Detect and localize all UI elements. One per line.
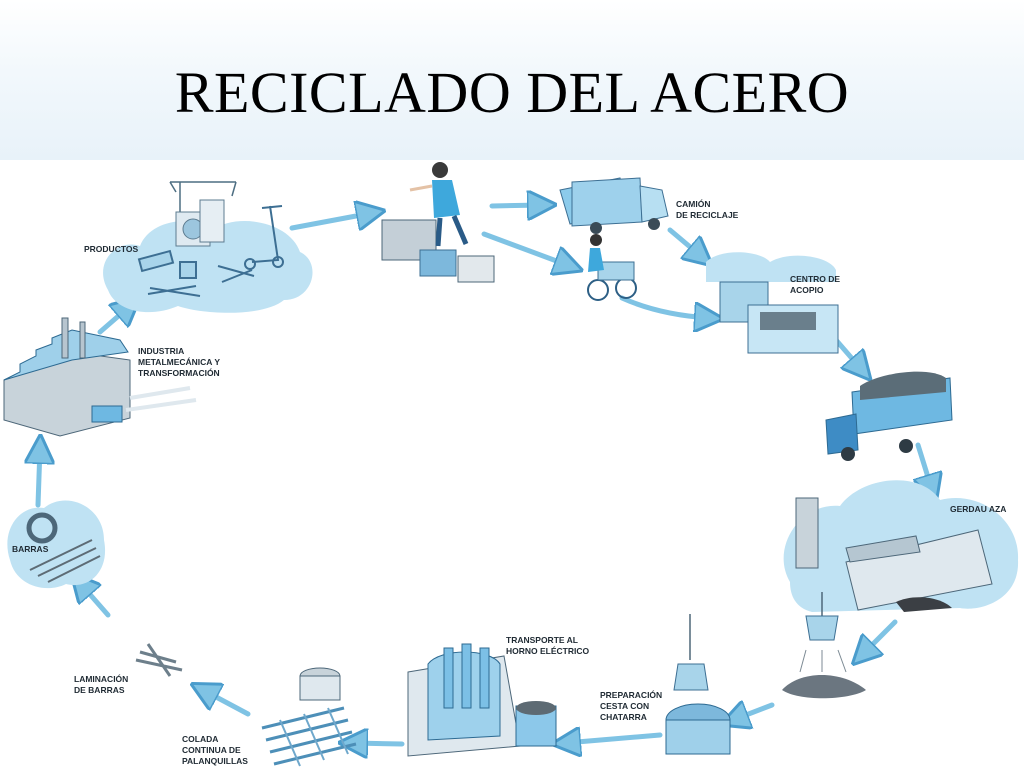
transporte-label: TRANSPORTE AL HORNO ELÉCTRICO bbox=[506, 635, 590, 656]
crane-icon bbox=[169, 181, 237, 230]
magnet-crane-illustration bbox=[782, 592, 866, 699]
barras-label: BARRAS bbox=[12, 544, 49, 554]
gerdau-plant-illustration: GERDAU AZA bbox=[783, 480, 1019, 612]
arrow-laminacion-to-barras bbox=[80, 583, 111, 618]
fridge-icon bbox=[199, 199, 225, 243]
barras-illustration: BARRAS bbox=[7, 500, 106, 589]
colada-label: COLADA CONTINUA DE PALANQUILLAS bbox=[182, 734, 248, 766]
arrow-consumer-to-truck bbox=[489, 205, 543, 206]
coil-icon bbox=[26, 512, 58, 544]
billets-icon bbox=[261, 706, 357, 767]
truck-icon bbox=[571, 177, 643, 227]
laminacion-label: LAMINACIÓN DE BARRAS bbox=[74, 673, 131, 695]
arrow-barras-to-industria bbox=[38, 448, 40, 508]
arrow-gerdau-to-magnet bbox=[862, 619, 898, 655]
colada-illustration: COLADA CONTINUA DE PALANQUILLAS bbox=[182, 667, 357, 767]
tools-icon bbox=[137, 249, 255, 297]
productos-label: PRODUCTOS bbox=[84, 244, 138, 254]
camion-label: CAMIÓN DE RECICLAJE bbox=[676, 198, 739, 220]
rolling-mill-icon bbox=[135, 643, 183, 677]
arrow-cesta-to-horno bbox=[565, 735, 663, 743]
arrow-productos-to-consumer bbox=[289, 213, 372, 228]
arrow-centro-to-truck2 bbox=[833, 337, 862, 370]
industria-illustration: INDUSTRIA METALMECÁNICA Y TRANSFORMACIÓN bbox=[3, 317, 222, 437]
laminacion-illustration: LAMINACIÓN DE BARRAS bbox=[74, 643, 183, 695]
flow-arrows bbox=[38, 205, 932, 744]
centro-acopio-label: CENTRO DE ACOPIO bbox=[790, 274, 842, 295]
consumer-recycling-illustration bbox=[381, 162, 495, 283]
arrow-industria-to-productos bbox=[97, 306, 130, 335]
bicycle-icon bbox=[587, 279, 609, 301]
preparacion-illustration: PREPARACIÓN CESTA CON CHATARRA bbox=[600, 614, 731, 755]
magnet-icon bbox=[805, 615, 839, 641]
electric-furnace-illustration: TRANSPORTE AL HORNO ELÉCTRICO bbox=[407, 635, 590, 757]
gerdau-label: GERDAU AZA bbox=[950, 504, 1006, 514]
bicycle-cart-illustration bbox=[587, 234, 637, 301]
preparacion-label: PREPARACIÓN CESTA CON CHATARRA bbox=[600, 689, 665, 722]
person-icon bbox=[409, 162, 469, 247]
slide-title: RECICLADO DEL ACERO bbox=[174, 60, 850, 125]
arrow-horno-to-colada bbox=[352, 743, 405, 744]
factory-icon bbox=[845, 529, 993, 611]
arrow-truck-to-centro bbox=[667, 227, 702, 257]
productos-illustration: PRODUCTOS bbox=[84, 181, 313, 313]
industria-label: INDUSTRIA METALMECÁNICA Y TRANSFORMACIÓN bbox=[138, 346, 222, 378]
arrow-truck2-to-gerdau bbox=[918, 442, 932, 490]
recycling-truck-illustration: CAMIÓN DE RECICLAJE bbox=[559, 177, 739, 234]
scrap-truck-illustration bbox=[825, 371, 953, 461]
arrow-magnet-to-cesta bbox=[733, 705, 775, 720]
silo-icon bbox=[795, 497, 819, 569]
scooter-icon bbox=[244, 205, 284, 270]
chimney-icon bbox=[61, 317, 69, 359]
arrow-bicycle-to-centro bbox=[619, 295, 710, 318]
title-band bbox=[0, 0, 1024, 160]
arrow-consumer-to-bicycle bbox=[481, 231, 570, 266]
arrow-colada-to-laminacion bbox=[203, 690, 251, 717]
centro-acopio-illustration: CENTRO DE ACOPIO bbox=[706, 252, 842, 354]
rebar-icon bbox=[29, 539, 101, 583]
